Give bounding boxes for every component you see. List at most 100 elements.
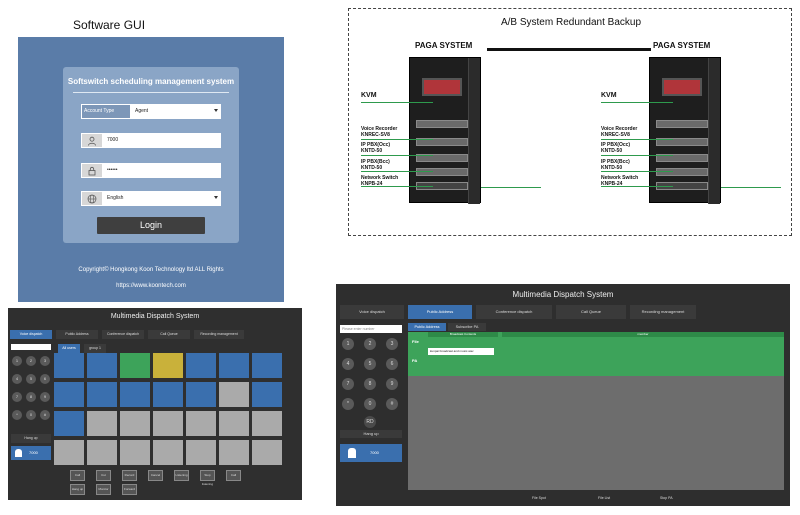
subtab-subscribe-pa[interactable]: Subscribe PA: [448, 323, 486, 331]
keypad-key[interactable]: #: [386, 398, 398, 410]
connector-line: [601, 171, 673, 172]
keypad-key[interactable]: *: [12, 410, 22, 420]
keypad-key[interactable]: 3: [386, 338, 398, 350]
user-cell[interactable]: [87, 382, 117, 407]
login-button[interactable]: Login: [97, 217, 205, 234]
user-cell[interactable]: [219, 382, 249, 407]
user-cell[interactable]: [219, 411, 249, 436]
user-cell[interactable]: [120, 440, 150, 465]
user-cell[interactable]: [54, 411, 84, 436]
password-input[interactable]: ••••••: [103, 163, 221, 178]
action-button[interactable]: Stop listening: [200, 470, 215, 486]
keypad-key[interactable]: *: [342, 398, 354, 410]
redial-button[interactable]: RD: [364, 416, 376, 428]
file-list-button[interactable]: File List: [598, 496, 611, 500]
ip-pbx-bcc-label-a: IP PBX(Bcc)KNTD-50: [361, 159, 390, 171]
user-cell[interactable]: [54, 353, 84, 378]
action-button[interactable]: Forward: [122, 484, 137, 495]
col-broadcast-contents: Broadcast Contents: [428, 332, 498, 337]
keypad-key[interactable]: 8: [26, 392, 36, 402]
user-cell[interactable]: [87, 440, 117, 465]
search-input[interactable]: Please enter number: [340, 325, 402, 333]
user-cell[interactable]: [219, 440, 249, 465]
keypad-key[interactable]: 2: [364, 338, 376, 350]
keypad-key[interactable]: 1: [12, 356, 22, 366]
user-cell[interactable]: [153, 411, 183, 436]
website-link[interactable]: https://www.koontech.com: [116, 283, 186, 289]
keypad-key[interactable]: 9: [386, 378, 398, 390]
hang-up-button[interactable]: Hang up: [340, 430, 402, 438]
action-button[interactable]: Hang up: [70, 484, 85, 495]
user-cell[interactable]: [252, 440, 282, 465]
action-button[interactable]: Call: [70, 470, 85, 481]
file-field[interactable]: kunpai broadcast and music.wav: [428, 348, 494, 355]
user-cell[interactable]: [87, 353, 117, 378]
action-button[interactable]: Monitor: [96, 484, 111, 495]
user-cell[interactable]: [186, 411, 216, 436]
keypad-key[interactable]: 7: [342, 378, 354, 390]
tab-conference-dispatch[interactable]: Conference dispatch: [102, 330, 144, 339]
tab-public-address[interactable]: Public Address: [408, 305, 472, 319]
user-cell[interactable]: [252, 411, 282, 436]
rack-unit: [416, 138, 468, 146]
user-cell[interactable]: [87, 411, 117, 436]
keypad-key[interactable]: 5: [26, 374, 36, 384]
tab-recording-management[interactable]: Recording management: [194, 330, 244, 339]
language-select[interactable]: English: [103, 191, 221, 206]
connector-line: [601, 155, 673, 156]
username-input[interactable]: 7000: [103, 133, 221, 148]
action-button[interactable]: Cut: [96, 470, 111, 481]
action-button[interactable]: Cancel: [148, 470, 163, 481]
user-cell[interactable]: [186, 382, 216, 407]
user-cell[interactable]: [186, 353, 216, 378]
tab-conference-dispatch[interactable]: Conference dispatch: [476, 305, 552, 319]
user-cell[interactable]: [120, 411, 150, 436]
user-cell[interactable]: [153, 440, 183, 465]
user-cell[interactable]: [54, 440, 84, 465]
keypad-key[interactable]: 5: [364, 358, 376, 370]
tab-public-address[interactable]: Public Address: [56, 330, 98, 339]
keypad-key[interactable]: 4: [342, 358, 354, 370]
keypad-key[interactable]: 1: [342, 338, 354, 350]
account-type-value[interactable]: Agent: [131, 104, 221, 119]
tab-call-queue[interactable]: Call Queue: [148, 330, 190, 339]
rack-unit: [656, 168, 708, 176]
keypad-key[interactable]: 9: [40, 392, 50, 402]
subtab-all-users[interactable]: All users: [58, 344, 80, 353]
account-type-select[interactable]: Account Type Agent: [81, 104, 221, 119]
keypad-key[interactable]: 0: [26, 410, 36, 420]
keypad-key[interactable]: 6: [40, 374, 50, 384]
file-spot-button[interactable]: File Spot: [532, 496, 546, 500]
stop-pa-button[interactable]: Stop PA: [660, 496, 673, 500]
rack-b: [649, 57, 721, 204]
user-cell[interactable]: [153, 353, 183, 378]
tab-voice-dispatch[interactable]: Voice dispatch: [10, 330, 52, 339]
action-button[interactable]: Listening: [174, 470, 189, 481]
keypad-key[interactable]: #: [40, 410, 50, 420]
tab-call-queue[interactable]: Call Queue: [556, 305, 626, 319]
keypad-key[interactable]: 0: [364, 398, 376, 410]
number-input[interactable]: [11, 344, 51, 350]
user-cell[interactable]: [153, 382, 183, 407]
subtab-public-address[interactable]: Public Address: [408, 323, 446, 331]
tab-voice-dispatch[interactable]: Voice dispatch: [340, 305, 404, 319]
keypad-key[interactable]: 8: [364, 378, 376, 390]
user-cell[interactable]: [186, 440, 216, 465]
user-cell[interactable]: [120, 382, 150, 407]
subtab-group-1[interactable]: group 1: [84, 344, 106, 353]
user-cell[interactable]: [252, 382, 282, 407]
user-cell[interactable]: [120, 353, 150, 378]
connector-line: [481, 187, 541, 188]
keypad-key[interactable]: 4: [12, 374, 22, 384]
action-button[interactable]: Record: [122, 470, 137, 481]
hang-up-button[interactable]: Hang up: [11, 434, 51, 443]
user-cell[interactable]: [219, 353, 249, 378]
user-cell[interactable]: [252, 353, 282, 378]
action-button[interactable]: Call: [226, 470, 241, 481]
keypad-key[interactable]: 2: [26, 356, 36, 366]
user-cell[interactable]: [54, 382, 84, 407]
keypad-key[interactable]: 3: [40, 356, 50, 366]
tab-recording-management[interactable]: Recording management: [630, 305, 696, 319]
keypad-key[interactable]: 6: [386, 358, 398, 370]
keypad-key[interactable]: 7: [12, 392, 22, 402]
